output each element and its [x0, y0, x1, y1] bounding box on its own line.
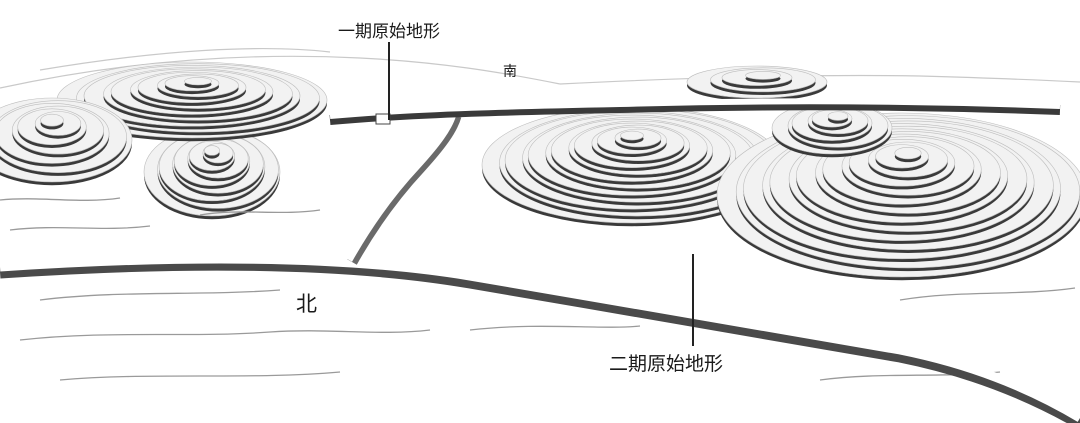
- terrace-face: [745, 71, 781, 80]
- distant-ridges: [0, 47, 1080, 89]
- phase1-terrain-label: 一期原始地形: [338, 22, 440, 42]
- phase1-leader-line: [388, 42, 390, 120]
- contour-hills: [0, 61, 1080, 281]
- hill-phase2-peak: [771, 101, 893, 158]
- lowland-contours: [0, 197, 1076, 381]
- hill-phase2-east: [716, 112, 1080, 281]
- site-marker: [375, 113, 391, 125]
- hill-west: [0, 97, 133, 186]
- phase2-terrain-label: 二期原始地形: [609, 353, 724, 375]
- terrace-face: [204, 145, 220, 156]
- hill-phase2-main: [481, 106, 783, 227]
- south-direction-label: 南: [503, 64, 517, 80]
- main-road-shadow: [0, 257, 1080, 423]
- hill-far-south: [686, 65, 828, 102]
- terrace-face: [894, 146, 922, 160]
- hill-phase1-front: [143, 127, 281, 220]
- hill-phase1-back: [56, 61, 328, 142]
- phase2-leader-line: [692, 254, 694, 346]
- terrace-face: [620, 130, 644, 141]
- roads: [0, 98, 1080, 423]
- terrace-face: [827, 111, 849, 121]
- access-road: [345, 112, 457, 262]
- north-direction-label: 北: [296, 292, 317, 316]
- terrace-face: [40, 113, 64, 127]
- upper-road: [329, 98, 1061, 119]
- access-road-shadow: [347, 114, 462, 265]
- upper-road-shadow: [329, 100, 1061, 125]
- main-road: [0, 254, 1080, 422]
- terrace-face: [184, 77, 212, 86]
